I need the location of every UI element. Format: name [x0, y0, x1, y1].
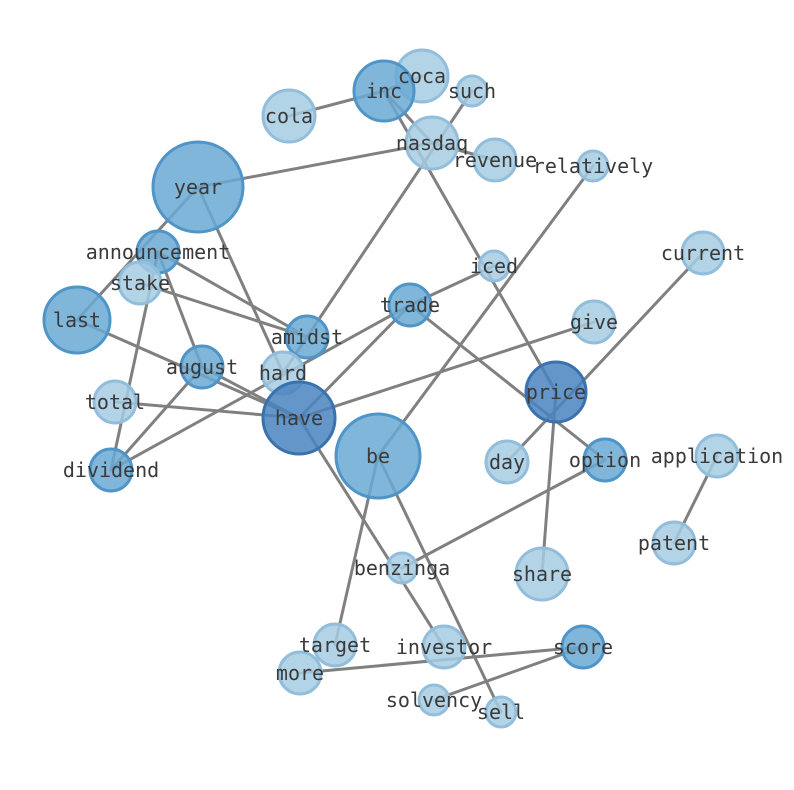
node-label-more: more: [276, 661, 324, 685]
node-have: [261, 380, 337, 456]
node-label-revenue: revenue: [453, 148, 537, 172]
node-label-august: august: [166, 355, 238, 379]
node-label-score: score: [553, 635, 613, 659]
node-label-target: target: [299, 633, 371, 657]
edge-score-solvency: [432, 645, 585, 702]
node-investor: [421, 624, 467, 670]
node-label-share: share: [512, 562, 572, 586]
node-revenue: [472, 137, 518, 183]
node-label-day: day: [489, 450, 525, 474]
node-label-nasdaq: nasdaq: [396, 131, 468, 155]
node-label-cola: cola: [265, 104, 313, 128]
node-label-amidst: amidst: [271, 325, 343, 349]
node-label-last: last: [53, 308, 101, 332]
node-target: [312, 622, 358, 668]
node-more: [277, 650, 323, 696]
node-price: [524, 360, 588, 424]
node-label-give: give: [570, 310, 618, 334]
node-label-be: be: [366, 444, 390, 468]
node-stake: [117, 260, 163, 306]
node-last: [42, 285, 112, 355]
node-trade: [387, 282, 433, 328]
node-label-year: year: [174, 175, 222, 199]
edge-stake-amidst: [138, 281, 309, 339]
node-label-inc: inc: [366, 79, 402, 103]
node-label-benzinga: benzinga: [354, 556, 450, 580]
node-benzinga: [385, 551, 419, 585]
node-label-stake: stake: [110, 271, 170, 295]
node-august: [179, 344, 225, 390]
node-patent: [651, 520, 697, 566]
node-label-price: price: [526, 380, 586, 404]
edge-trade-option: [408, 303, 607, 462]
edge-option-benzinga: [400, 458, 607, 570]
node-score: [560, 624, 606, 670]
node-dividend: [88, 447, 134, 493]
node-label-relatively: relatively: [533, 154, 653, 178]
edge-be-sell: [376, 454, 503, 714]
node-be: [334, 412, 422, 500]
node-label-iced: iced: [470, 254, 518, 278]
node-label-current: current: [661, 241, 745, 265]
node-nasdaq: [404, 115, 460, 171]
edge-august-dividend: [109, 365, 204, 472]
node-share: [514, 546, 570, 602]
node-label-such: such: [448, 79, 496, 103]
node-current: [680, 230, 726, 276]
node-option: [582, 437, 628, 483]
node-amidst: [284, 314, 330, 360]
node-label-hard: hard: [259, 361, 307, 385]
node-label-solvency: solvency: [386, 688, 482, 712]
node-label-dividend: dividend: [63, 458, 159, 482]
node-layer: [42, 48, 740, 729]
node-label-application: application: [651, 444, 783, 468]
node-label-option: option: [569, 448, 641, 472]
node-day: [484, 439, 530, 485]
node-solvency: [417, 683, 451, 717]
edge-trade-dividend: [109, 303, 412, 472]
node-application: [694, 433, 740, 479]
node-label-investor: investor: [396, 635, 492, 659]
node-give: [571, 299, 617, 345]
node-total: [92, 379, 138, 425]
node-year: [151, 140, 245, 234]
node-label-coca: coca: [398, 64, 446, 88]
node-inc: [352, 59, 416, 123]
node-label-total: total: [85, 390, 145, 414]
node-relatively: [576, 149, 610, 183]
edge-announcement-amidst: [156, 250, 309, 339]
node-label-announcement: announcement: [86, 240, 231, 264]
node-iced: [477, 249, 511, 283]
node-label-trade: trade: [380, 293, 440, 317]
node-sell: [484, 695, 518, 729]
edge-have-investor: [297, 416, 446, 649]
edge-relatively-be: [376, 164, 595, 458]
edge-current-day: [505, 251, 705, 464]
node-cola: [261, 88, 317, 144]
node-label-sell: sell: [477, 700, 525, 724]
node-label-have: have: [275, 406, 323, 430]
edge-have-give: [297, 320, 596, 420]
node-such: [455, 74, 489, 108]
node-label-patent: patent: [638, 531, 710, 555]
